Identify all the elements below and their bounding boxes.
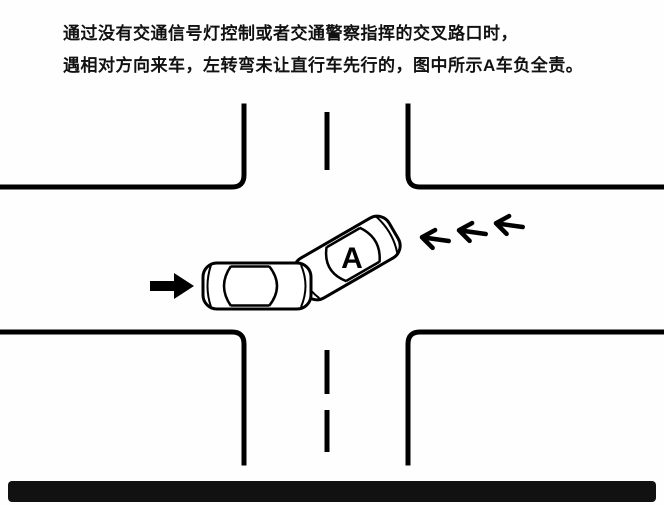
oncoming-arrow-icon-3: [493, 213, 525, 237]
caption: 通过没有交通信号灯控制或者交通警察指挥的交叉路口时， 遇相对方向来车，左转弯未让…: [63, 18, 583, 82]
straight-arrow-icon: [150, 273, 194, 299]
road-corner-top-left: [0, 103, 247, 190]
road-corner-bottom-right: [405, 329, 664, 466]
oncoming-arrow-icon-2: [456, 220, 488, 244]
road-corner-top-right: [405, 103, 664, 190]
caption-line-2: 遇相对方向来车，左转弯未让直行车先行的，图中所示A车负全责。: [63, 56, 584, 75]
oncoming-arrows-icon: [419, 213, 525, 251]
road-corner-bottom-left: [0, 329, 247, 466]
road-edges: [0, 103, 664, 466]
caption-line-1: 通过没有交通信号灯控制或者交通警察指挥的交叉路口时，: [63, 24, 518, 43]
bottom-bar: [8, 481, 656, 502]
car-a-label: A: [341, 242, 363, 275]
car-b-straight: [201, 261, 313, 311]
oncoming-arrow-icon-1: [419, 227, 451, 251]
